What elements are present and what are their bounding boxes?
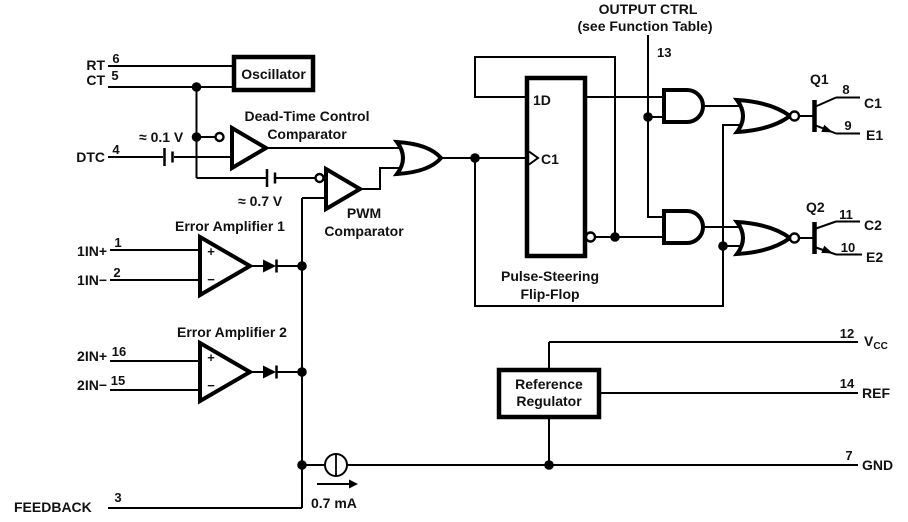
pin-vcc-label: VCC — [864, 333, 888, 352]
pin-dtc-label: DTC — [76, 149, 105, 165]
pin-2in-plus-number: 16 — [112, 344, 126, 359]
clock-edge-icon — [528, 150, 540, 166]
reference-regulator-label-1: Reference — [515, 376, 583, 392]
dtc-offset-battery — [163, 148, 174, 166]
ff-d-input-label: 1D — [533, 92, 551, 108]
pin-1in-plus-label: 1IN+ — [77, 243, 107, 259]
wire-pwm-comp-out — [360, 167, 402, 190]
wire-feedback-riser — [301, 197, 326, 508]
flip-flop-label-2: Flip-Flop — [520, 286, 579, 302]
error-amplifier-1-label: Error Amplifier 1 — [175, 218, 285, 234]
pin-feedback-label: FEEDBACK — [14, 499, 92, 515]
pin-2in-minus-number: 15 — [111, 373, 125, 388]
pin-e2-label: E2 — [866, 249, 883, 265]
wire-output-ctrl — [647, 35, 665, 218]
junction-dots — [191, 82, 728, 470]
pin-e1-label: E1 — [866, 127, 883, 143]
wire-ea1-inputs — [110, 249, 200, 281]
pin-ref-label: REF — [862, 385, 890, 401]
error-amplifier-2-label: Error Amplifier 2 — [177, 324, 287, 340]
ea1-plus-sign: + — [207, 244, 215, 259]
pwm-comparator: PWM Comparator — [314, 165, 404, 239]
wire-ff-feedback-loop — [474, 56, 616, 237]
pin-output-ctrl-number: 13 — [657, 45, 671, 60]
pwm-comparator-label-2: Comparator — [324, 223, 404, 239]
wire-blanking-loop — [474, 124, 742, 307]
ea2-plus-sign: + — [207, 350, 215, 365]
reference-regulator-block: Reference Regulator — [496, 367, 602, 420]
pin-c1-label: C1 — [864, 95, 882, 111]
nor-gate-2 — [732, 219, 801, 257]
diode-1 — [263, 259, 278, 273]
diode-2 — [263, 365, 278, 379]
error-amplifier-2: + − Error Amplifier 2 — [177, 324, 287, 405]
wires — [108, 35, 862, 509]
pin-2in-plus-label: 2IN+ — [77, 348, 107, 364]
wire-ref-reg — [548, 341, 858, 465]
wire-q1-pins — [836, 96, 860, 135]
pin-2in-minus-label: 2IN− — [77, 377, 107, 393]
pin-ct-label: CT — [86, 72, 105, 88]
pwm-offset-label: ≈ 0.7 V — [238, 193, 283, 209]
pin-1in-minus-number: 2 — [113, 265, 120, 280]
dead-time-comparator-label-1: Dead-Time Control — [245, 108, 370, 124]
left-pin-labels: RT 6 CT 5 DTC 4 1IN+ 1 1IN− 2 2IN+ 16 2I… — [14, 45, 671, 515]
pin-gnd-number: 7 — [845, 448, 852, 463]
pin-c1-number: 8 — [842, 82, 849, 97]
wire-q2-pins — [836, 220, 862, 256]
ff-clock-input-label: C1 — [541, 151, 559, 167]
ea2-minus-sign: − — [207, 378, 215, 393]
pin-ref-number: 14 — [840, 376, 855, 391]
ea1-minus-sign: − — [207, 272, 215, 287]
or-gate — [392, 139, 444, 177]
output-ctrl-subtitle: (see Function Table) — [577, 18, 712, 34]
reference-regulator-label-2: Regulator — [516, 393, 582, 409]
pin-dtc-number: 4 — [112, 142, 120, 157]
output-ctrl-title: OUTPUT CTRL — [599, 1, 698, 17]
pin-rt-number: 6 — [112, 51, 119, 66]
qbar-inverter-bubble — [584, 231, 597, 243]
flip-flop-label-1: Pulse-Steering — [501, 268, 599, 284]
error-amplifier-1: + − Error Amplifier 1 — [175, 218, 285, 299]
pwm-comparator-label-1: PWM — [347, 205, 381, 221]
right-pin-labels: 8 C1 9 E1 11 C2 10 E2 12 VCC 14 REF 7 GN… — [839, 82, 893, 473]
pin-rt-label: RT — [86, 57, 105, 73]
q1-label: Q1 — [810, 71, 829, 87]
pin-feedback-number: 3 — [114, 490, 121, 505]
pwm-offset-battery — [265, 169, 277, 187]
pin-e1-number: 9 — [844, 118, 851, 133]
nor-gate-1 — [732, 97, 801, 135]
q2-emitter-arrow — [821, 245, 833, 254]
dtc-offset-label: ≈ 0.1 V — [139, 129, 184, 145]
pin-e2-number: 10 — [841, 240, 855, 255]
current-source: 0.7 mA — [311, 453, 358, 511]
and-gate-2 — [662, 209, 705, 245]
current-value-label: 0.7 mA — [311, 495, 357, 511]
pin-1in-plus-number: 1 — [114, 235, 121, 250]
oscillator-block: Oscillator — [231, 54, 316, 93]
pin-1in-minus-label: 1IN− — [77, 272, 107, 288]
transistor-q2: Q2 — [806, 199, 837, 256]
q2-label: Q2 — [806, 199, 825, 215]
pin-vcc-number: 12 — [840, 326, 854, 341]
dead-time-comparator: Dead-Time Control Comparator — [214, 108, 370, 172]
and-gate-1 — [662, 88, 705, 124]
header: OUTPUT CTRL (see Function Table) — [577, 1, 712, 34]
dead-time-comparator-label-2: Comparator — [267, 126, 347, 142]
pin-gnd-label: GND — [862, 457, 893, 473]
oscillator-label: Oscillator — [241, 66, 306, 82]
pin-c2-number: 11 — [839, 207, 853, 222]
transistor-q1: Q1 — [810, 71, 837, 135]
q1-emitter-arrow — [821, 124, 833, 133]
wire-ea2-inputs — [110, 360, 200, 391]
pin-ct-number: 5 — [111, 68, 118, 83]
pulse-steering-flip-flop: 1D C1 Pulse-Steering Flip-Flop — [501, 75, 599, 302]
pin-c2-label: C2 — [864, 217, 882, 233]
